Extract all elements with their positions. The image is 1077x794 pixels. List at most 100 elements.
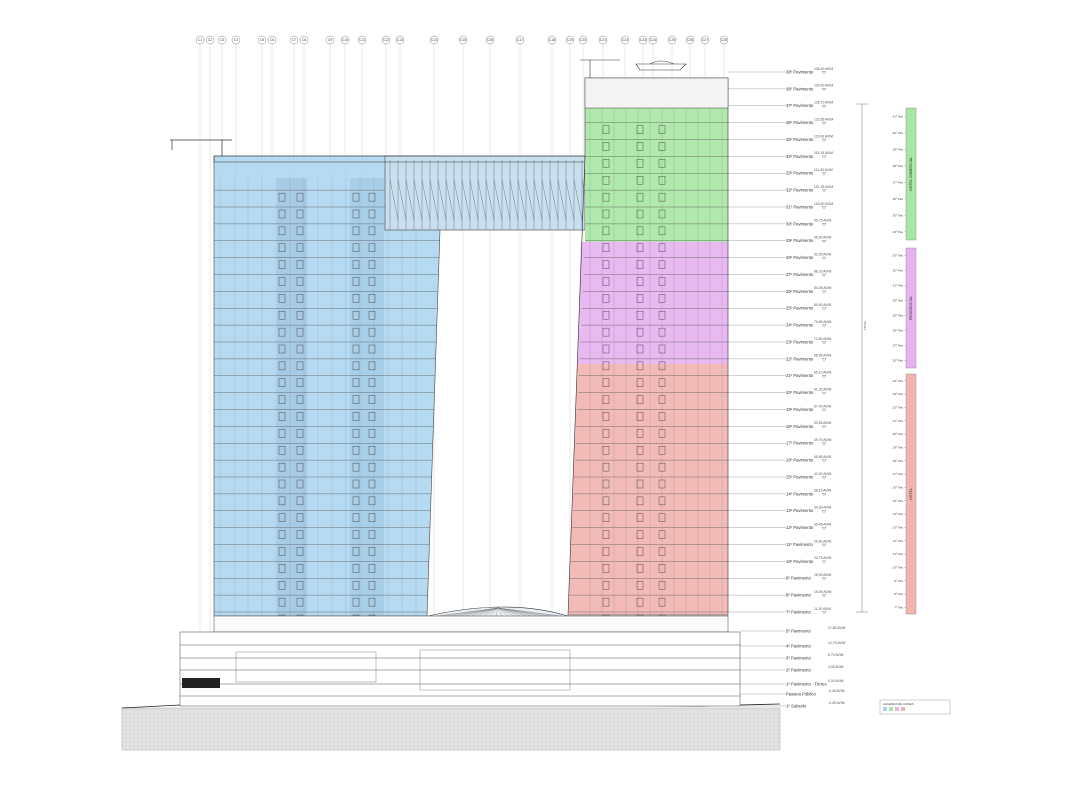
office-door [278,446,286,455]
office-door [368,547,376,556]
office-door [368,243,376,252]
office-door [352,277,360,286]
office-door [352,446,360,455]
office-door [296,243,304,252]
tower-door [658,581,666,590]
tower-door [602,277,610,286]
zone-floor-label: 35º Pav [893,213,904,217]
zone-floor-label: 7º Pav [894,606,903,610]
level-label: 31º Pavimento [786,204,814,209]
total-height-label: TOTAL [863,320,867,330]
office-door [278,597,286,607]
office-door [352,260,360,269]
tower-door [602,378,610,387]
zone-floor-label: 8º Pav [894,592,903,596]
level-label: 21º Pavimento [786,373,814,378]
office-door [296,564,304,573]
height-dimension [856,103,868,613]
level-elevation: 65,10 AVIM [814,371,831,375]
office-door [296,378,304,387]
podium-level-label: 1º Subsolo [786,703,807,708]
grid-axis-label: C2 [208,38,212,42]
podium-level-label: 3º Pavimento [786,655,811,660]
level-elevation: 88,20 AVIM [814,269,831,273]
tower-door [602,260,610,269]
office-door [278,564,286,573]
zone-floor-label: 38º Pav [893,164,904,168]
grid-axis-label: C1 [198,38,202,42]
tower-door [636,547,644,556]
grid-axis-label: C25 [669,38,675,42]
level-label: 33º Pavimento [786,171,814,176]
tower-door [636,311,644,320]
level-label: 19º Pavimento [786,407,814,412]
office-door [278,496,286,506]
podium-level-label: 5º Pavimento [786,628,811,633]
podium-level-elevation: 4,95 AVIM [828,665,844,669]
office-door [368,479,376,489]
sky-bridge [213,155,591,231]
tower-door [602,446,610,455]
level-elevation: 72,80 AVIM [814,337,831,341]
level-label: 13º Pavimento [786,508,814,513]
tower-door [658,462,666,472]
level-elevation: 84,35 AVIM [814,286,831,290]
tower-door [636,513,644,522]
level-elevation: 42,00 AVIM [814,472,831,476]
office-door [352,530,360,539]
office-door [278,344,286,354]
tower-door [636,176,644,185]
office-block [213,155,441,624]
level-elevation: 92,05 AVIM [814,252,831,256]
tower-door [602,581,610,590]
tower-door [658,209,666,219]
tower-door [658,260,666,269]
grid-axis-label: C20 [580,38,586,42]
zone-floor-label: 11º Pav [893,552,904,556]
grid-axis: C2 [205,35,215,700]
office-door [278,260,286,269]
tower-door [658,142,666,151]
level-label: 23º Pavimento [786,339,814,344]
level-label: 16º Pavimento [786,458,814,463]
grid-axis-label: C6 [270,38,274,42]
tower-door [602,176,610,185]
office-door [352,412,360,421]
office-door [368,294,376,303]
level-label: 7º Pavimento [786,609,811,614]
zone-floor-label: 27º Pav [893,344,904,348]
zone-floor-label: 17º Pav [893,472,904,476]
tower-door [602,597,610,607]
podium-level-label: 1º Pavimento - Térreo [786,681,827,686]
zone-floor-label: 41º Pav [893,114,904,118]
zone-floor-label: 28º Pav [893,329,904,333]
zone-floor-label: 15º Pav [893,499,904,503]
tower-door [636,125,644,134]
office-door [296,496,304,506]
right-tower [567,59,729,624]
office-door [278,513,286,522]
office-door [278,581,286,590]
office-door [352,462,360,472]
tower-door [636,496,644,506]
legend-title: LEGENDA DE CORES [883,702,914,706]
level-label: 9º Pavimento [786,576,811,581]
tower-door [602,496,610,506]
grid-axis-label: C7 [292,38,296,42]
grid-axis-label: C28 [721,38,727,42]
